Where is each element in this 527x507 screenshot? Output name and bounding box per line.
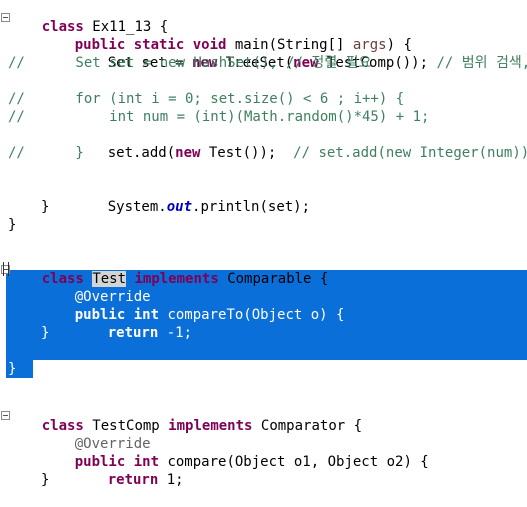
- code-line[interactable]: }: [8, 217, 17, 233]
- code-text: TreeSet(: [217, 55, 294, 71]
- code-line[interactable]: // }: [8, 145, 84, 161]
- code-line[interactable]: // for (int i = 0; set.size() < 6 ; i++)…: [8, 91, 405, 107]
- code-line[interactable]: System.out.println(set);: [8, 180, 310, 215]
- keyword: new: [175, 145, 201, 161]
- annotation: @Override: [74, 436, 151, 452]
- comment: // set.add(new Integer(num));: [293, 145, 527, 161]
- keyword: public static void: [74, 37, 227, 53]
- code-line[interactable]: public static void main(String[] args) {: [8, 18, 412, 53]
- text-selection-tail: [6, 360, 33, 378]
- keyword: new: [192, 55, 218, 71]
- code-line[interactable]: return -1;: [8, 306, 192, 341]
- code-text: TestComp: [83, 418, 169, 434]
- code-text: compareTo(Object o) {: [159, 307, 345, 323]
- code-line[interactable]: class Test implements Comparable {: [8, 252, 328, 287]
- code-text: Set set =: [107, 55, 193, 71]
- keyword: implements: [168, 418, 253, 434]
- code-line[interactable]: // Set set = new HashSet(); // 정렬 필요: [8, 55, 372, 71]
- keyword: public int: [74, 307, 160, 323]
- code-text: ) {: [386, 37, 412, 53]
- fold-toggle-icon[interactable]: [1, 13, 10, 22]
- parameter-name: args: [352, 37, 387, 53]
- code-line[interactable]: }: [8, 361, 17, 377]
- code-text: main(String[]: [226, 37, 353, 53]
- code-line[interactable]: @Override: [8, 417, 151, 452]
- code-line[interactable]: // int num = (int)(Math.random()*45) + 1…: [8, 109, 430, 125]
- code-line[interactable]: class Ex11_13 {: [8, 0, 168, 35]
- code-text: System.: [107, 199, 167, 215]
- highlighted-occurrence: Test: [92, 271, 127, 287]
- code-line[interactable]: @Override: [8, 270, 151, 305]
- annotation: @Override: [74, 289, 151, 305]
- code-line[interactable]: public int compareTo(Object o) {: [8, 288, 345, 323]
- code-line[interactable]: return 1;: [8, 453, 184, 488]
- code-text: Comparable {: [218, 271, 329, 287]
- static-field: out: [166, 199, 193, 215]
- keyword: class: [41, 19, 84, 35]
- comment: // 범위 검색, 정: [436, 55, 527, 71]
- code-text: -1;: [158, 325, 193, 341]
- text-cursor-icon: [3, 262, 9, 276]
- code-line[interactable]: }: [41, 325, 50, 341]
- code-text: set.add(: [107, 145, 176, 161]
- keyword: return: [107, 472, 159, 488]
- code-editor[interactable]: class Ex11_13 { public static void main(…: [0, 0, 527, 495]
- code-text: Ex11_13 {: [83, 19, 169, 35]
- code-text: Comparator {: [252, 418, 363, 434]
- keyword: implements: [134, 271, 219, 287]
- code-line[interactable]: class TestComp implements Comparator {: [8, 399, 362, 434]
- code-line[interactable]: Set set = new TreeSet(new TestComp()); /…: [8, 36, 527, 71]
- code-text: compare(Object o1, Object o2) {: [159, 454, 429, 470]
- code-text: TestComp());: [318, 55, 437, 71]
- code-line[interactable]: public int compare(Object o1, Object o2)…: [8, 435, 429, 470]
- code-line[interactable]: }: [41, 472, 50, 488]
- code-text: Test());: [200, 145, 294, 161]
- keyword: public int: [74, 454, 160, 470]
- keyword: class: [41, 271, 84, 287]
- fold-toggle-icon[interactable]: [1, 265, 10, 274]
- keyword: return: [107, 325, 159, 341]
- keyword: class: [41, 418, 84, 434]
- code-line[interactable]: set.add(new Test()); // set.add(new Inte…: [8, 126, 527, 161]
- code-text: 1;: [158, 472, 184, 488]
- keyword: new: [293, 55, 319, 71]
- code-line[interactable]: }: [41, 199, 50, 215]
- fold-toggle-icon[interactable]: [1, 411, 10, 420]
- code-text: .println(set);: [192, 199, 311, 215]
